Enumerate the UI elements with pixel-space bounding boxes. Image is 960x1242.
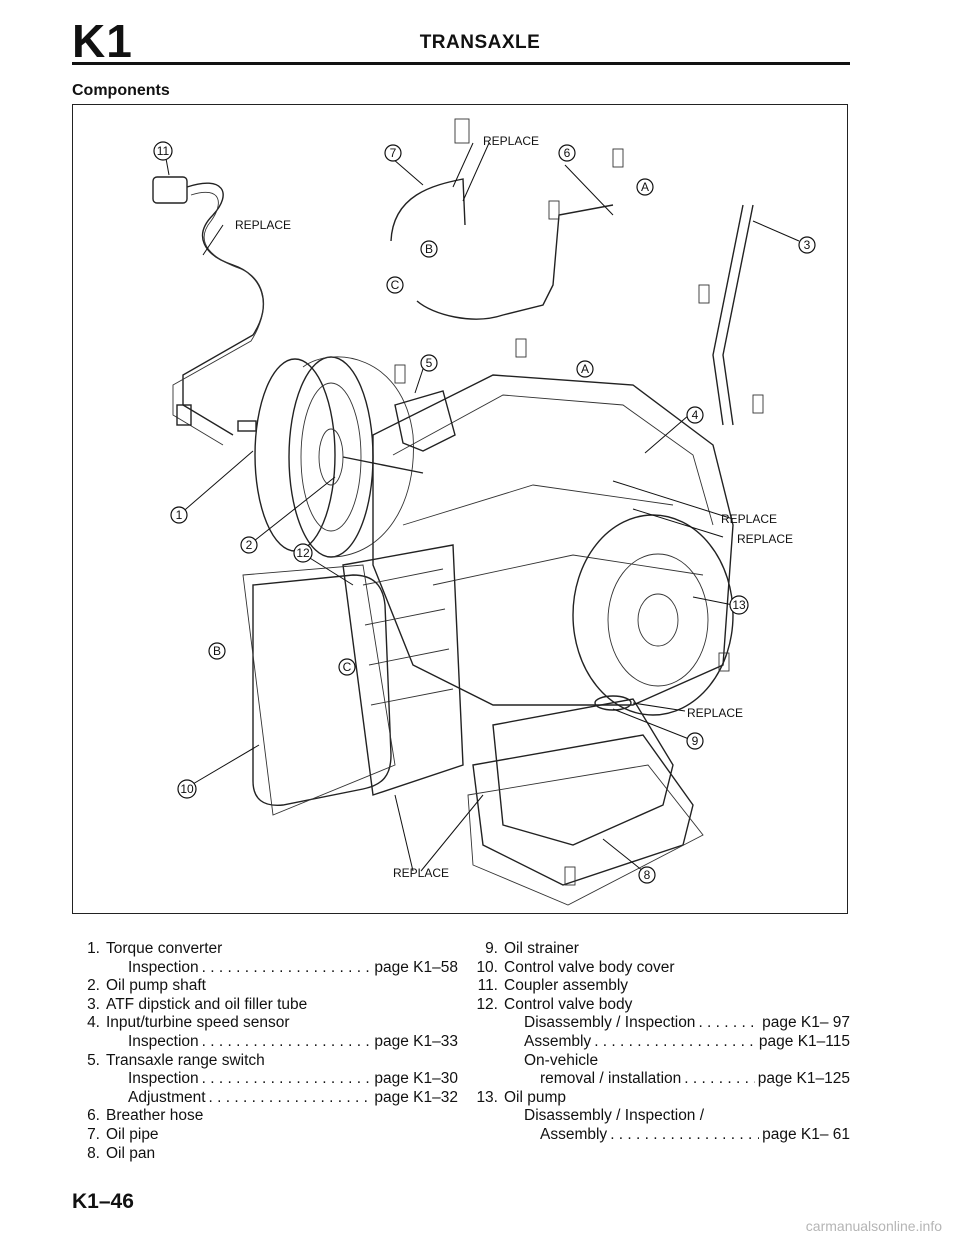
callout-11: 11 xyxy=(153,141,173,161)
dipstick-tube-drawing xyxy=(712,204,754,426)
list-item: 5.Transaxle range switch xyxy=(87,1051,265,1069)
svg-text:3: 3 xyxy=(804,238,811,252)
callout-6: 6 xyxy=(558,144,576,162)
callout-9: 9 xyxy=(686,732,704,750)
callout-7: 7 xyxy=(384,144,402,162)
header-divider xyxy=(72,62,850,65)
callout-letter-b: B xyxy=(208,642,226,660)
callout-letter-a: A xyxy=(636,178,654,196)
svg-text:4: 4 xyxy=(692,408,699,422)
svg-text:1: 1 xyxy=(176,508,183,522)
list-item: 9.Oil strainer xyxy=(485,940,579,957)
page-number: K1–46 xyxy=(72,1190,134,1213)
svg-text:2: 2 xyxy=(246,538,253,552)
oil-pump-shaft-drawing xyxy=(342,456,424,474)
callout-letter-b: B xyxy=(420,240,438,258)
replace-label: REPLACE xyxy=(737,532,793,546)
list-subitem: Assemblypage K1– 61 xyxy=(470,1126,850,1145)
section-heading: Components xyxy=(72,82,170,99)
replace-label: REPLACE xyxy=(235,218,291,232)
svg-text:9: 9 xyxy=(692,734,699,748)
callout-letter-a: A xyxy=(576,360,594,378)
callout-10: 10 xyxy=(177,779,197,799)
oil-pan-drawing xyxy=(467,698,704,906)
list-item: 3.ATF dipstick and oil filler tube xyxy=(87,995,308,1013)
list-subitem: Assemblypage K1–115 xyxy=(470,1033,850,1052)
list-item: 12.Control valve body xyxy=(476,995,633,1013)
watermark: carmanualsonline.info xyxy=(805,1218,942,1234)
list-subitem: On-vehicle xyxy=(524,1051,599,1069)
svg-text:12: 12 xyxy=(296,546,310,560)
svg-text:10: 10 xyxy=(180,782,194,796)
component-list-left: 1.Torque converter Inspectionpage K1–58 … xyxy=(72,940,458,1163)
svg-text:13: 13 xyxy=(732,598,746,612)
list-subitem: Inspectionpage K1–58 xyxy=(72,959,458,978)
o-ring-drawing xyxy=(594,695,632,711)
list-item: 13.Oil pump xyxy=(476,1088,567,1106)
svg-text:6: 6 xyxy=(564,146,571,160)
callout-2: 2 xyxy=(240,536,258,554)
list-subitem: Inspectionpage K1–30 xyxy=(72,1070,458,1089)
list-subitem: Adjustmentpage K1–32 xyxy=(72,1089,458,1108)
oil-pipe-drawing xyxy=(390,178,466,242)
svg-text:7: 7 xyxy=(390,146,397,160)
replace-label: REPLACE xyxy=(721,512,777,526)
svg-text:C: C xyxy=(391,278,400,292)
callout-8: 8 xyxy=(638,866,656,884)
replace-label: REPLACE xyxy=(483,134,539,148)
bolts-drawing xyxy=(394,118,764,886)
callout-4: 4 xyxy=(686,406,704,424)
list-subitem: Disassembly / Inspectionpage K1– 97 xyxy=(470,1014,850,1033)
svg-text:B: B xyxy=(213,644,221,658)
range-switch-drawing xyxy=(394,390,456,452)
list-item: 2.Oil pump shaft xyxy=(87,977,206,995)
list-subitem: removal / installationpage K1–125 xyxy=(470,1070,850,1089)
callout-letter-c: C xyxy=(386,276,404,294)
callout-1: 1 xyxy=(170,506,188,524)
svg-text:11: 11 xyxy=(157,144,170,158)
svg-text:A: A xyxy=(581,362,589,376)
callout-letter-c: C xyxy=(338,658,356,676)
list-item: 6.Breather hose xyxy=(87,1107,204,1125)
list-item: 7.Oil pipe xyxy=(87,1125,159,1143)
control-valve-body-drawing xyxy=(342,544,464,796)
replace-label: REPLACE xyxy=(393,866,449,880)
list-item: 8.Oil pan xyxy=(87,1144,156,1162)
list-item: 1.Torque converter xyxy=(87,940,223,957)
section-code: K1 xyxy=(72,15,133,67)
components-diagram: REPLACE REPLACE REPLACE REPLACE REPLACE … xyxy=(72,104,848,914)
control-valve-cover-drawing xyxy=(242,564,396,816)
svg-text:8: 8 xyxy=(644,868,651,882)
callout-5: 5 xyxy=(420,354,438,372)
transaxle-case-drawing xyxy=(372,374,734,716)
list-subitem: Disassembly / Inspection / xyxy=(524,1107,705,1125)
list-item: 11.Coupler assembly xyxy=(477,977,629,995)
svg-text:5: 5 xyxy=(426,356,433,370)
list-subitem: Inspectionpage K1–33 xyxy=(72,1033,458,1052)
list-item: 10.Control valve body cover xyxy=(476,958,675,976)
component-list-right: 9.Oil strainer 10.Control valve body cov… xyxy=(470,940,850,1145)
replace-label: REPLACE xyxy=(687,706,743,720)
svg-text:C: C xyxy=(343,660,352,674)
svg-text:A: A xyxy=(641,180,649,194)
torque-converter-drawing xyxy=(254,356,414,558)
breather-hose-drawing xyxy=(416,204,614,320)
callout-12: 12 xyxy=(293,543,313,563)
callout-3: 3 xyxy=(798,236,816,254)
svg-text:B: B xyxy=(425,242,433,256)
page-title: TRANSAXLE xyxy=(419,32,541,53)
coupler-assembly-drawing xyxy=(152,176,264,446)
list-item: 4.Input/turbine speed sensor xyxy=(87,1014,290,1032)
callout-13: 13 xyxy=(729,595,749,615)
leader-lines xyxy=(164,142,800,872)
exploded-view-drawing: REPLACE REPLACE REPLACE REPLACE REPLACE … xyxy=(152,118,816,906)
